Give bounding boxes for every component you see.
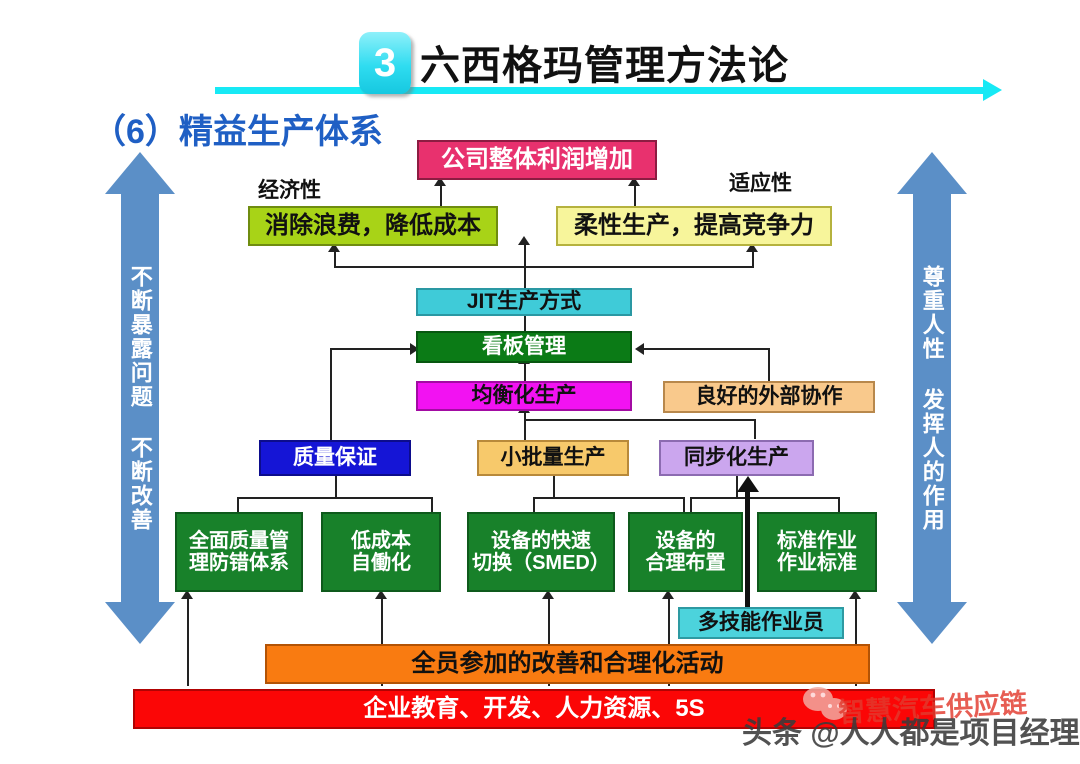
connector-waste-to-profit: [440, 184, 442, 206]
connector-foundation-to-layout: [668, 596, 670, 686]
node-standard-work[interactable]: 标准作业 作业标准: [757, 512, 877, 592]
right-arrow-label: 尊重人性 发挥人的作用: [913, 194, 951, 602]
arrowhead-jit-left-icon: [328, 243, 340, 252]
node-foundation[interactable]: 企业教育、开发、人力资源、5S: [133, 689, 935, 729]
arrowhead-foundation-to-standard-icon: [849, 590, 861, 599]
connector-foundation-to-standard: [855, 596, 857, 686]
node-equipment-layout[interactable]: 设备的 合理布置: [628, 512, 743, 592]
wechat-icon: [803, 687, 847, 720]
label-economy: 经济性: [258, 179, 321, 202]
left-principle-arrow: 不断暴露问题 不断改善: [105, 152, 175, 644]
header-accent-line: [215, 87, 985, 94]
section-number-badge: 3: [359, 32, 411, 94]
right-arrow-head-down-icon: [897, 602, 967, 644]
node-small-lot-production[interactable]: 小批量生产: [477, 440, 629, 476]
arrowhead-multiskill-to-sync-icon: [737, 476, 759, 492]
node-waste[interactable]: 消除浪费，降低成本: [248, 206, 498, 246]
label-adaptability: 适应性: [729, 172, 792, 195]
connector-tqm-riser: [237, 497, 239, 513]
connector-quality-riser: [330, 348, 332, 440]
connector-smed-riser: [533, 497, 535, 513]
watermark-author: 头条 @人人都是项目经理: [742, 717, 1080, 750]
left-arrow-label: 不断暴露问题 不断改善: [121, 194, 159, 602]
arrowhead-foundation-to-smed-icon: [542, 590, 554, 599]
connector-multiskill-to-sync: [745, 490, 750, 615]
connector-jit-crossbar: [334, 266, 754, 268]
arrowhead-foundation-to-layout-icon: [662, 590, 674, 599]
connector-quality-stem: [335, 475, 337, 497]
node-flexible-production[interactable]: 柔性生产，提高竞争力: [556, 206, 832, 246]
arrowhead-flex-to-profit-icon: [628, 177, 640, 186]
connector-jit-right-riser: [752, 250, 754, 268]
connector-smalllot-to-leveling: [524, 411, 526, 440]
connector-jit-stem: [524, 266, 526, 288]
node-kanban[interactable]: 看板管理: [416, 331, 632, 363]
connector-sync-to-leveling: [526, 419, 756, 421]
arrowhead-external-to-kanban-icon: [635, 343, 644, 355]
arrowhead-quality-to-kanban-icon: [410, 343, 419, 355]
left-arrow-head-up-icon: [105, 152, 175, 194]
header-accent-arrowhead-icon: [983, 79, 1002, 101]
connector-sync-right-riser: [838, 497, 840, 513]
arrowhead-foundation-to-tqm-icon: [181, 590, 193, 599]
node-quality-assurance[interactable]: 质量保证: [259, 440, 411, 476]
node-multiskilled-operator[interactable]: 多技能作业员: [678, 607, 844, 639]
connector-layout-riser: [683, 497, 685, 513]
right-principle-arrow: 尊重人性 发挥人的作用: [897, 152, 967, 644]
node-kaizen-activities[interactable]: 全员参加的改善和合理化活动: [265, 644, 870, 684]
left-arrow-head-down-icon: [105, 602, 175, 644]
connector-jit-left-riser: [334, 250, 336, 268]
connector-smalllot-crossbar: [533, 497, 685, 499]
connector-sync-left-riser: [690, 497, 692, 513]
connector-foundation-to-tqm: [187, 596, 189, 686]
connector-sync-leveling-riser: [754, 419, 756, 439]
connector-foundation-to-smed: [548, 596, 550, 686]
node-profit[interactable]: 公司整体利润增加: [417, 140, 657, 180]
connector-jit-top-tick: [524, 243, 526, 267]
connector-smalllot-stem: [553, 475, 555, 497]
arrowhead-jit-top-icon: [518, 236, 530, 245]
arrowhead-jit-right-icon: [746, 243, 758, 252]
connector-sync-crossbar: [690, 497, 840, 499]
connector-kanban-to-jit: [524, 313, 526, 331]
node-tqm[interactable]: 全面质量管 理防错体系: [175, 512, 303, 592]
right-arrow-head-up-icon: [897, 152, 967, 194]
arrowhead-foundation-to-lowcost-icon: [375, 590, 387, 599]
node-external-cooperation[interactable]: 良好的外部协作: [663, 381, 875, 413]
node-low-cost-automation[interactable]: 低成本 自働化: [321, 512, 441, 592]
node-synchronized-production[interactable]: 同步化生产: [659, 440, 814, 476]
node-leveling[interactable]: 均衡化生产: [416, 381, 632, 411]
connector-foundation-to-lowcost: [381, 596, 383, 686]
connector-flex-to-profit: [634, 184, 636, 206]
connector-external-to-kanban: [644, 348, 770, 350]
page-subtitle: （6）精益生产体系: [92, 113, 383, 151]
connector-external-riser: [768, 348, 770, 381]
connector-leveling-to-kanban: [524, 362, 526, 381]
arrowhead-waste-to-profit-icon: [434, 177, 446, 186]
connector-lowcost-riser: [431, 497, 433, 513]
node-smed[interactable]: 设备的快速 切换（SMED）: [467, 512, 615, 592]
node-jit[interactable]: JIT生产方式: [416, 288, 632, 316]
connector-quality-to-kanban: [330, 348, 412, 350]
connector-quality-crossbar: [237, 497, 433, 499]
page-title: 六西格玛管理方法论: [420, 44, 789, 88]
